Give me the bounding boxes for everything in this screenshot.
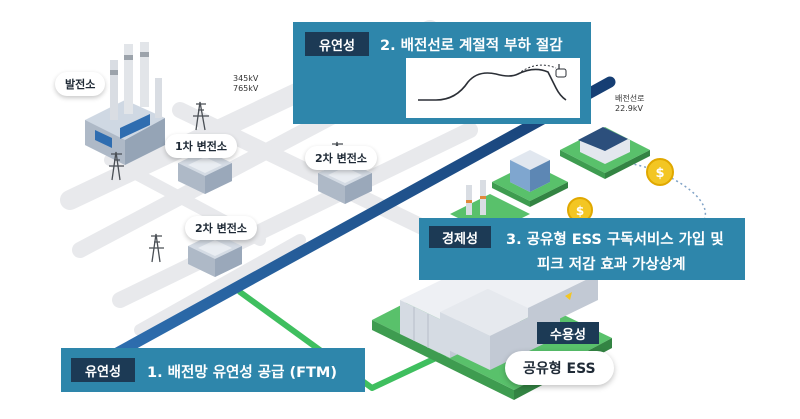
voltage-345: 345kV (233, 74, 259, 83)
panel-title: 1. 배전망 유연성 공급 (FTM) (147, 365, 337, 381)
label-substation-secondary-a: 2차 변전소 (305, 146, 377, 170)
main-distribution-line (102, 76, 616, 364)
power-plant (85, 42, 165, 165)
panel-economics: 경제성 3. 공유형 ESS 구독서비스 가입 및 피크 저감 효과 가상상계 (419, 218, 745, 280)
label-substation-secondary-b: 2차 변전소 (185, 216, 257, 240)
line-name: 배전선로 (615, 94, 645, 103)
line-voltage: 22.9kV (615, 104, 643, 113)
svg-text:$: $ (576, 204, 584, 218)
label-power-plant: 발전소 (55, 72, 106, 96)
panel-load-reduction: 유연성 2. 배전선로 계절적 부하 절감 (293, 22, 591, 124)
coin-icon: $ (646, 158, 674, 186)
label-substation-primary: 1차 변전소 (165, 134, 237, 158)
panel-title-line2: 피크 저감 효과 가상상계 (537, 257, 686, 273)
substation-building-2 (318, 160, 372, 204)
substation-building-1 (178, 150, 232, 194)
panel-tag: 유연성 (71, 358, 135, 382)
hand-cursor-icon (555, 64, 567, 78)
svg-text:$: $ (655, 166, 664, 181)
panel-tag: 유연성 (305, 32, 369, 56)
panel-tag: 경제성 (429, 226, 491, 248)
warehouse-building (560, 127, 650, 179)
panel-title-line1: 3. 공유형 ESS 구독서비스 가입 및 (506, 232, 724, 248)
panel-flexibility-supply: 유연성 1. 배전망 유연성 공급 (FTM) (61, 348, 365, 392)
load-curve-chart (406, 58, 580, 118)
office-building (492, 150, 568, 207)
substation-building-3 (188, 233, 242, 277)
ess-tag: 수용성 (537, 322, 599, 344)
ess-label: 공유형 ESS (505, 351, 614, 385)
voltage-765: 765kV (233, 84, 259, 93)
panel-title: 2. 배전선로 계절적 부하 절감 (380, 38, 563, 54)
